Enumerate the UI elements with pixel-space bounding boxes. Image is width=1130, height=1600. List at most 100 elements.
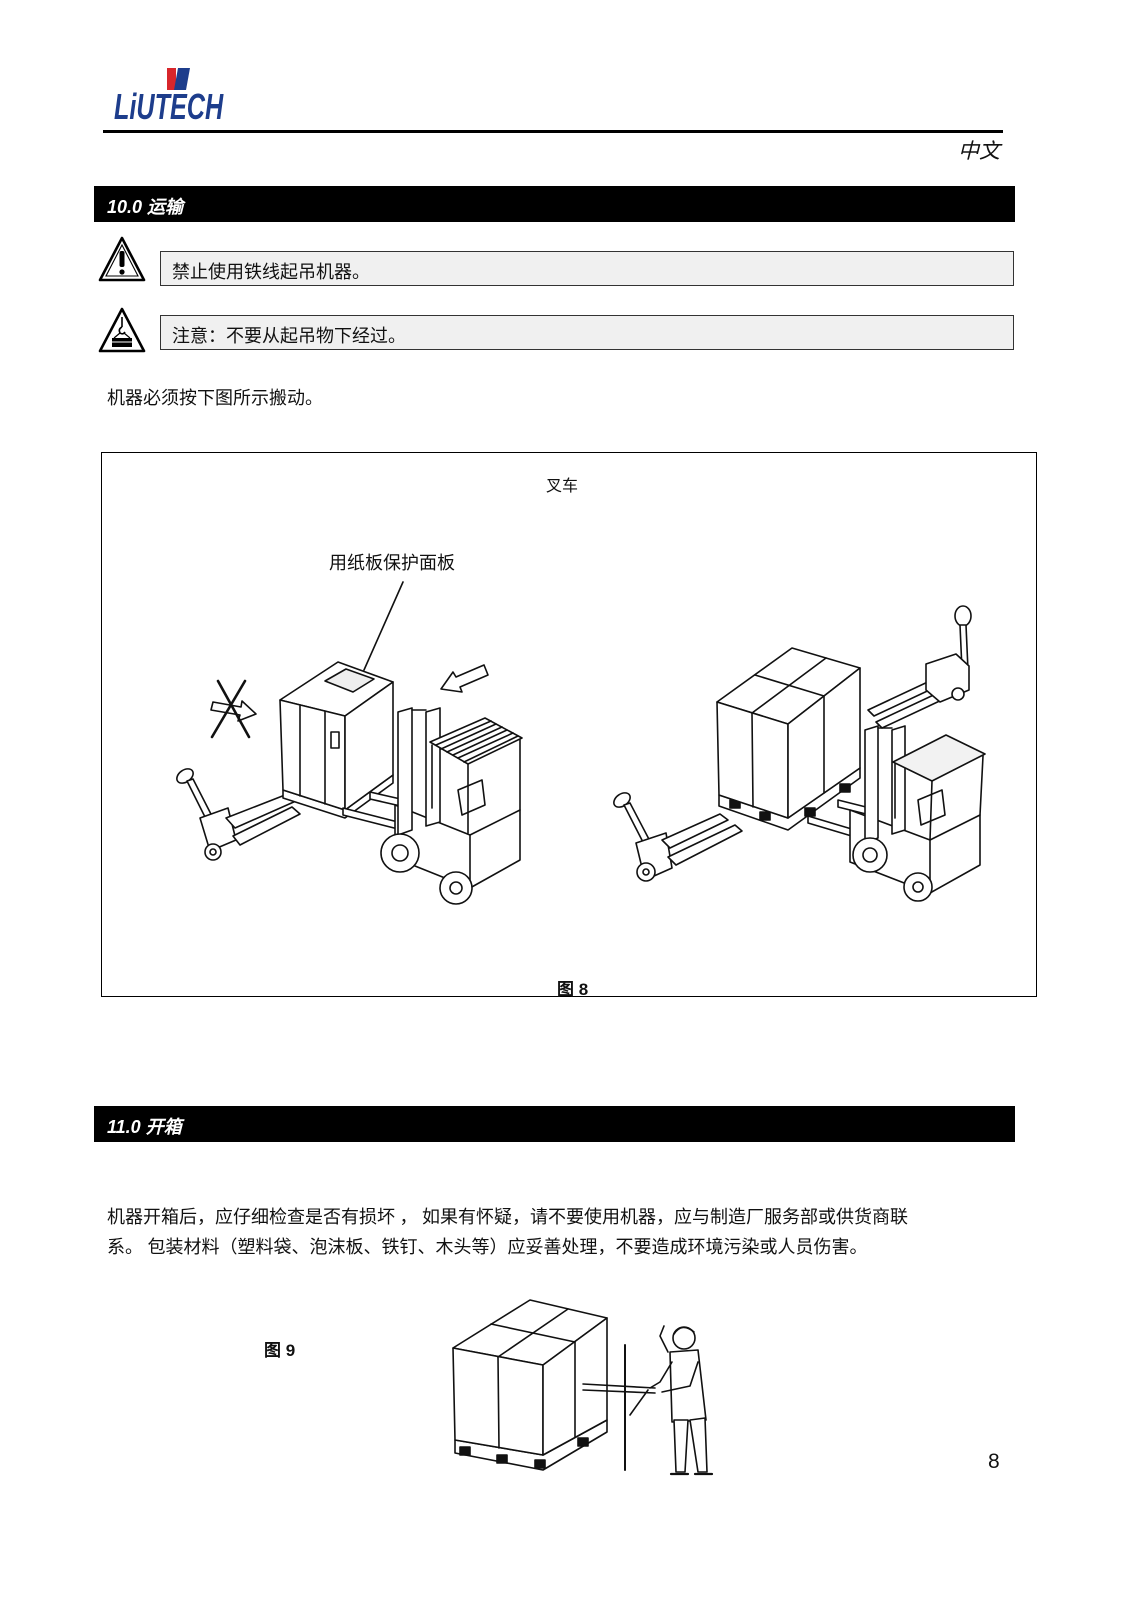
prohibited-direction-arrow bbox=[210, 679, 257, 739]
logo-red-foot bbox=[167, 84, 173, 90]
mast-upright bbox=[425, 707, 441, 827]
cabinet-side bbox=[344, 681, 394, 811]
mast-upright bbox=[397, 707, 413, 836]
jack-handle bbox=[954, 605, 972, 627]
packed-crate bbox=[452, 1299, 608, 1471]
guard-roof bbox=[429, 717, 523, 765]
load-sling-left bbox=[113, 332, 121, 339]
logo-blue-block bbox=[174, 68, 190, 90]
forklift-wheel-hub bbox=[912, 881, 924, 893]
header-rule bbox=[103, 130, 1003, 133]
warning-text-overhead-load: 注意：不要从起吊物下经过。 bbox=[172, 326, 406, 346]
fork-tine bbox=[342, 807, 399, 830]
lift-direction-arrow bbox=[440, 664, 489, 693]
forklift-mast bbox=[397, 707, 441, 836]
pallet-block bbox=[534, 1459, 546, 1469]
warning-icon bbox=[98, 236, 146, 282]
warning-box-wire-lifting: 禁止使用铁线起吊机器。 bbox=[160, 251, 1014, 286]
overhead-load-icon bbox=[98, 307, 146, 353]
forklift-right bbox=[807, 725, 986, 902]
cutting-tool bbox=[629, 1389, 649, 1416]
guard-slat bbox=[446, 726, 503, 753]
crate-strap bbox=[754, 674, 825, 697]
guard-slat bbox=[457, 732, 514, 759]
crate-strap bbox=[497, 1356, 500, 1449]
page-number: 8 bbox=[988, 1450, 1000, 1473]
pallet-jack-top-right bbox=[867, 605, 972, 729]
jack-wheel-hub bbox=[209, 848, 217, 856]
worker-leg bbox=[689, 1417, 708, 1473]
jack-fork bbox=[667, 824, 743, 866]
cross-stroke-1 bbox=[210, 679, 247, 739]
pallet-jack-right bbox=[613, 792, 743, 882]
jack-wheel bbox=[951, 687, 965, 701]
language-label: 中文 bbox=[958, 139, 1000, 163]
cross-stroke-2 bbox=[216, 679, 251, 739]
jack-wheel-hub bbox=[642, 868, 650, 876]
pallet-block bbox=[804, 807, 816, 817]
guard-slat bbox=[452, 729, 508, 756]
worker-raised-hand bbox=[659, 1325, 669, 1353]
figure-9-illustration bbox=[452, 1299, 714, 1476]
forklift-overhead-guard bbox=[892, 734, 986, 841]
fork-tine bbox=[807, 815, 856, 838]
packed-crate-on-pallet bbox=[716, 647, 861, 831]
figure-8-forklift-label: 叉车 bbox=[546, 478, 579, 495]
guard-slat bbox=[440, 723, 497, 750]
transport-intro-text: 机器必须按下图所示搬动。 bbox=[107, 388, 323, 408]
worker-figure bbox=[629, 1325, 714, 1476]
pallet-block bbox=[459, 1446, 471, 1456]
jack-fork bbox=[661, 813, 729, 849]
guard-post bbox=[929, 780, 933, 841]
section-10-title: 10.0 运输 bbox=[107, 197, 184, 217]
figure-8-caption: 图 8 bbox=[557, 980, 589, 999]
mast-upright bbox=[864, 725, 879, 844]
figure-8-frame bbox=[101, 452, 1037, 997]
cardboard-panel-protector bbox=[324, 668, 375, 693]
forklift-seat bbox=[457, 779, 486, 816]
crate-strap bbox=[751, 712, 754, 808]
strap-being-cut bbox=[582, 1383, 656, 1394]
pallet-block bbox=[496, 1454, 508, 1464]
pallet-block bbox=[577, 1437, 589, 1447]
cabinet-control-panel bbox=[330, 731, 340, 749]
section-11-title: 11.0 开箱 bbox=[107, 1117, 182, 1137]
figure-9-caption: 图 9 bbox=[264, 1341, 296, 1360]
logo-red-block bbox=[167, 68, 176, 90]
worker-arm bbox=[661, 1361, 699, 1393]
strap-line bbox=[582, 1383, 656, 1389]
forklift-overhead-guard bbox=[429, 717, 523, 834]
logo-icon bbox=[167, 68, 190, 90]
jack-fork bbox=[232, 806, 301, 846]
guard-slat bbox=[463, 735, 519, 763]
exclamation-dot bbox=[119, 269, 125, 275]
figure-8-callout-label: 用纸板保护面板 bbox=[329, 553, 455, 573]
forklift-wheel-hub bbox=[391, 844, 409, 862]
pallet-block bbox=[839, 783, 851, 793]
load-sling-right bbox=[123, 332, 131, 339]
worker-leg bbox=[673, 1419, 689, 1473]
callout-leader-line bbox=[363, 581, 404, 671]
guard-roof bbox=[892, 734, 986, 782]
strap-line bbox=[582, 1389, 656, 1394]
warning-triangle bbox=[98, 307, 146, 353]
guard-post bbox=[979, 755, 984, 816]
pallet-block bbox=[759, 811, 771, 821]
guard-slat bbox=[435, 720, 492, 746]
warning-box-overhead-load: 注意：不要从起吊物下经过。 bbox=[160, 315, 1014, 350]
pallet-jack-left bbox=[176, 768, 301, 861]
worker-hair bbox=[673, 1326, 695, 1335]
logo-wordmark: LiUTECH bbox=[114, 86, 224, 127]
forklift-left bbox=[342, 707, 523, 905]
crate-strap bbox=[490, 1323, 576, 1343]
forklift-wheel-hub bbox=[449, 881, 463, 895]
warning-text-wire-lifting: 禁止使用铁线起吊机器。 bbox=[172, 262, 370, 282]
unpacking-paragraph-line-2: 系。 包装材料（塑料袋、泡沫板、铁钉、木头等）应妥善处理，不要造成环境污染或人员… bbox=[107, 1237, 868, 1257]
forklift-wheel-hub bbox=[862, 847, 878, 863]
warning-triangle-inner bbox=[105, 243, 139, 277]
section-10-header-bar: 10.0 运输 bbox=[94, 186, 1015, 222]
unpacking-paragraph-line-1: 机器开箱后，应仔细检查是否有损坏 ， 如果有怀疑，请不要使用机器，应与制造厂服务… bbox=[107, 1207, 908, 1227]
exclamation-bar bbox=[119, 251, 125, 267]
worker-arm bbox=[649, 1361, 673, 1389]
figure-8-illustration bbox=[176, 581, 986, 905]
